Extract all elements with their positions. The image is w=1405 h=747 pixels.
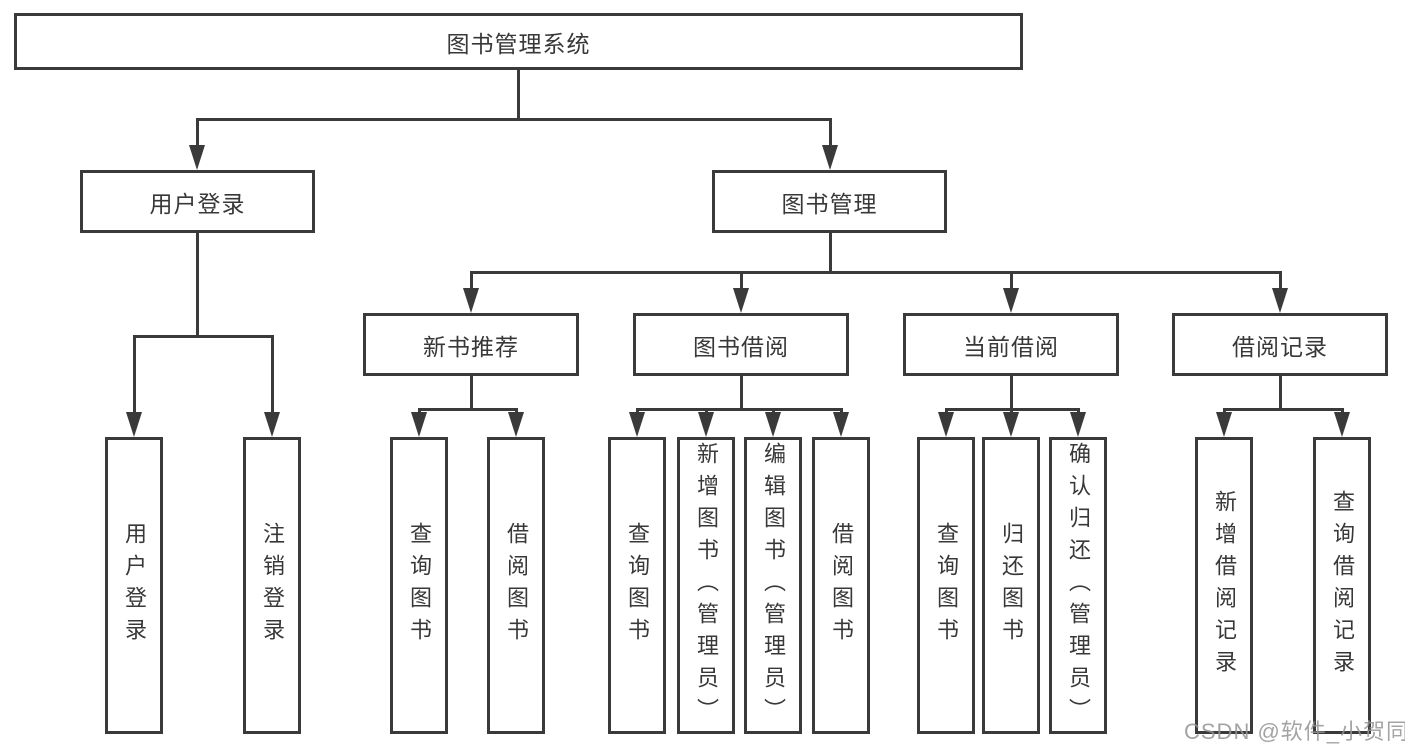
- connector-to-new-book-recommend: [470, 271, 473, 289]
- node-book-borrowing: 图书借阅: [633, 313, 849, 376]
- leaf-borrow-books-label: 借阅图书: [829, 521, 854, 650]
- arrow-down-icon: [189, 145, 205, 170]
- leaf-query-borrow-record: 查询借阅记录: [1313, 437, 1371, 734]
- leaf-confirm-return-admin-label: 确认归还（管理员）: [1066, 441, 1091, 730]
- leaf-borrow-books: 借阅图书: [812, 437, 870, 734]
- arrow-down-icon: [1216, 412, 1232, 437]
- arrow-down-icon: [463, 288, 479, 313]
- node-new-book-recommend: 新书推荐: [363, 313, 579, 376]
- arrow-down-icon: [1003, 288, 1019, 313]
- leaf-borrow-books-recommend-label: 借阅图书: [504, 521, 529, 650]
- connector-book-borrowing-bus: [636, 408, 843, 411]
- leaf-user-login-label: 用户登录: [122, 521, 147, 650]
- leaf-add-borrow-record: 新增借阅记录: [1195, 437, 1253, 734]
- leaf-add-borrow-record-label: 新增借阅记录: [1212, 489, 1237, 682]
- leaf-borrow-books-recommend: 借阅图书: [487, 437, 545, 734]
- connector-book-borrowing-stem: [740, 376, 743, 408]
- arrow-down-icon: [508, 412, 524, 437]
- node-current-borrowing-label: 当前借阅: [963, 333, 1059, 360]
- leaf-query-books-recommend: 查询图书: [390, 437, 448, 734]
- leaf-return-books-label: 归还图书: [999, 521, 1024, 650]
- connector-to-leaf-user-login: [133, 335, 136, 413]
- connector-to-current-borrowing: [1010, 271, 1013, 289]
- connector-borrowing-records-stem: [1279, 376, 1282, 408]
- arrow-down-icon: [698, 412, 714, 437]
- node-book-management: 图书管理: [712, 170, 947, 233]
- node-new-book-recommend-label: 新书推荐: [423, 333, 519, 360]
- leaf-return-books: 归还图书: [982, 437, 1040, 734]
- connector-new-book-recommend-bus: [418, 408, 518, 411]
- arrow-down-icon: [938, 412, 954, 437]
- arrow-down-icon: [1003, 412, 1019, 437]
- connector-user-login-stem: [196, 233, 199, 335]
- arrow-down-icon: [1070, 412, 1086, 437]
- arrow-down-icon: [126, 412, 142, 437]
- connector-user-login-bus: [133, 335, 274, 338]
- node-borrowing-records-label: 借阅记录: [1232, 333, 1328, 360]
- leaf-add-books-admin: 新增图书（管理员）: [677, 437, 735, 734]
- connector-to-book-management: [829, 118, 832, 146]
- leaf-query-books-current-label: 查询图书: [934, 521, 959, 650]
- node-book-borrowing-label: 图书借阅: [693, 333, 789, 360]
- leaf-logout-label: 注销登录: [260, 521, 285, 650]
- arrow-down-icon: [411, 412, 427, 437]
- node-current-borrowing: 当前借阅: [903, 313, 1119, 376]
- arrow-down-icon: [833, 412, 849, 437]
- arrow-down-icon: [822, 145, 838, 170]
- connector-to-borrowing-records: [1279, 271, 1282, 289]
- leaf-add-books-admin-label: 新增图书（管理员）: [694, 441, 719, 730]
- connector-borrowing-records-bus: [1223, 408, 1344, 411]
- node-root-label: 图书管理系统: [446, 30, 591, 57]
- connector-to-leaf-logout: [271, 335, 274, 413]
- node-user-login-label: 用户登录: [149, 190, 246, 217]
- leaf-query-books-borrowing-label: 查询图书: [625, 521, 650, 650]
- leaf-edit-books-admin-label: 编辑图书（管理员）: [761, 441, 786, 730]
- node-user-login: 用户登录: [80, 170, 315, 233]
- leaf-query-books-recommend-label: 查询图书: [407, 521, 432, 650]
- arrow-down-icon: [765, 412, 781, 437]
- leaf-query-borrow-record-label: 查询借阅记录: [1330, 489, 1355, 682]
- leaf-edit-books-admin: 编辑图书（管理员）: [744, 437, 802, 734]
- csdn-watermark: CSDN @软件_小贺同学: [1184, 719, 1405, 744]
- connector-book-management-stem: [829, 233, 832, 271]
- node-borrowing-records: 借阅记录: [1172, 313, 1388, 376]
- leaf-confirm-return-admin: 确认归还（管理员）: [1049, 437, 1107, 734]
- connector-to-user-login: [196, 118, 199, 146]
- arrow-down-icon: [264, 412, 280, 437]
- connector-root-stem: [517, 70, 520, 118]
- leaf-query-books-current: 查询图书: [917, 437, 975, 734]
- arrow-down-icon: [1272, 288, 1288, 313]
- arrow-down-icon: [733, 288, 749, 313]
- node-book-management-label: 图书管理: [781, 190, 878, 217]
- leaf-query-books-borrowing: 查询图书: [608, 437, 666, 734]
- connector-new-book-recommend-stem: [470, 376, 473, 408]
- leaf-user-login: 用户登录: [105, 437, 163, 734]
- arrow-down-icon: [629, 412, 645, 437]
- connector-to-book-borrowing: [740, 271, 743, 289]
- connector-root-bus: [196, 118, 832, 121]
- leaf-logout: 注销登录: [243, 437, 301, 734]
- node-root-library-system: 图书管理系统: [14, 13, 1023, 70]
- connector-book-management-bus: [470, 271, 1281, 274]
- connector-current-borrowing-stem: [1010, 376, 1013, 408]
- arrow-down-icon: [1334, 412, 1350, 437]
